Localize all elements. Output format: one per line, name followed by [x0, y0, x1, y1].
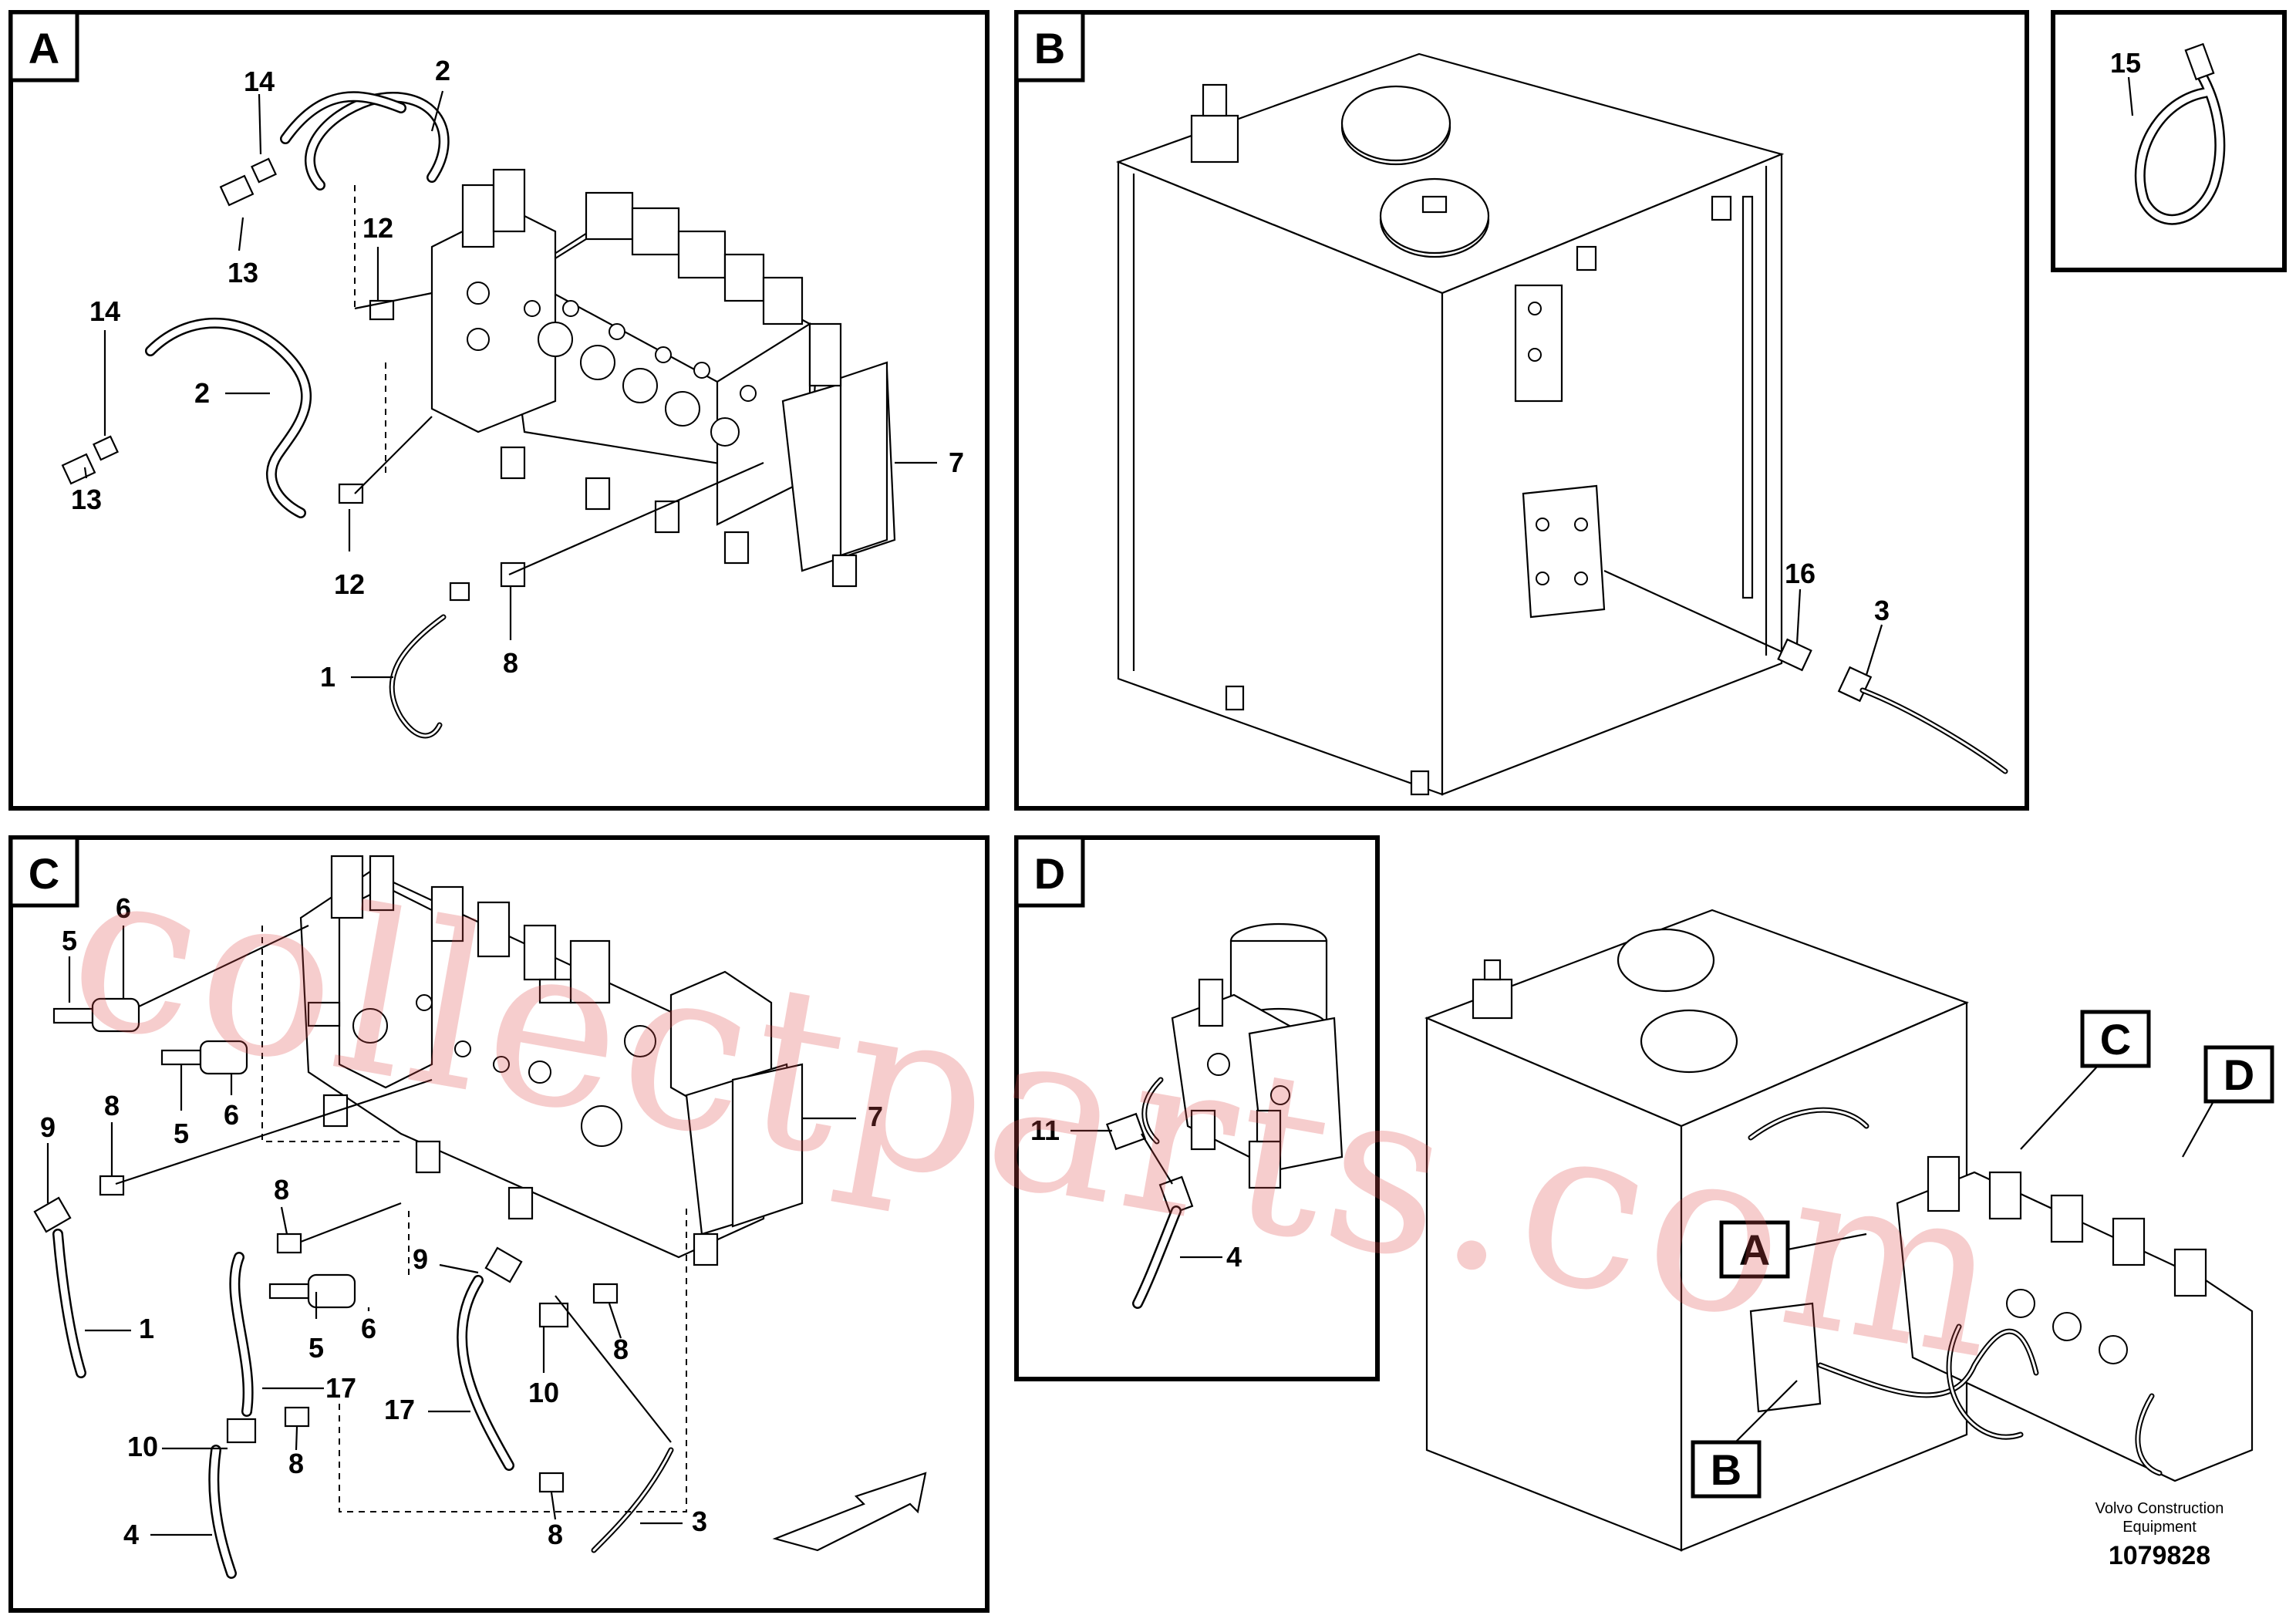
callout-a-14-mid: 14	[89, 295, 120, 327]
callout-c-17-a: 17	[325, 1372, 356, 1404]
callout-d-4: 4	[1226, 1241, 1242, 1273]
callout-c-6-a: 6	[116, 892, 131, 924]
overview-callout-c: C	[2020, 1010, 2151, 1150]
callouts-d: 11 4	[1030, 1114, 1242, 1273]
fittings-c	[33, 997, 619, 1493]
callout-c-8-a: 8	[104, 1090, 120, 1121]
callout-c-6-c: 6	[361, 1313, 376, 1344]
overview-callout-b: B	[1691, 1380, 1798, 1499]
footer-doc-number: 1079828	[2109, 1541, 2210, 1570]
panel-a-label: A	[29, 24, 59, 73]
panel-b-label: B	[1034, 24, 1065, 73]
panel-b: B	[1014, 10, 2029, 811]
panel-a: A	[8, 10, 990, 811]
callout-a-2-mid: 2	[194, 377, 210, 409]
callout-c-5-c: 5	[308, 1332, 324, 1364]
callout-a-13-bottom: 13	[71, 484, 102, 515]
svg-text:A: A	[1739, 1226, 1770, 1274]
overview-callout-d: D	[2182, 1045, 2274, 1158]
hoses-c	[52, 1229, 674, 1579]
panel-d-label: D	[1034, 849, 1065, 898]
callouts-a: 14 2 12 13 14 2 13 12 7 8 1	[71, 55, 964, 693]
callout-c-5-a: 5	[62, 925, 77, 956]
callout-a-12-bottom: 12	[334, 568, 365, 600]
callout-c-7: 7	[868, 1101, 883, 1132]
control-valve-a	[430, 168, 896, 588]
overview-callout-a: A	[1719, 1220, 1867, 1279]
svg-text:D: D	[2224, 1050, 2254, 1099]
footer: Volvo Construction Equipment 1079828	[2095, 1500, 2224, 1570]
svg-text:B: B	[1711, 1445, 1741, 1494]
callout-a-12-top: 12	[362, 212, 393, 244]
callout-detail-15: 15	[2110, 47, 2141, 79]
callout-a-2-top: 2	[435, 55, 450, 86]
control-valve-c	[299, 855, 804, 1266]
overview: A B C D	[1424, 909, 2274, 1552]
callout-c-17-b: 17	[384, 1394, 415, 1425]
callout-c-3: 3	[692, 1506, 707, 1537]
footer-company-line2: Equipment	[2122, 1519, 2197, 1536]
panel-d: D 11 4	[1014, 835, 1380, 1381]
callout-c-10-a: 10	[528, 1377, 559, 1408]
footer-company-line1: Volvo Construction	[2095, 1500, 2224, 1517]
panel-c: C	[8, 835, 990, 1613]
hoses-a	[145, 91, 450, 739]
hydraulic-tank-b	[1115, 52, 1785, 796]
callout-c-9-b: 9	[413, 1243, 428, 1275]
callout-a-13-top: 13	[228, 257, 258, 288]
callout-c-9-a: 9	[40, 1111, 56, 1143]
callout-c-8-c: 8	[613, 1334, 629, 1365]
callout-c-8-b: 8	[274, 1174, 289, 1206]
direction-arrow	[772, 1472, 927, 1552]
callouts-b: 16 3	[1785, 558, 1890, 676]
callout-b-3: 3	[1874, 595, 1890, 626]
callout-a-7: 7	[949, 447, 964, 478]
callout-b-16: 16	[1785, 558, 1816, 589]
callouts-c: 5 6 5 6 9 8 7 8 1 9 5 6 17 10 8 17 10 8 …	[40, 892, 883, 1550]
callout-c-5-b: 5	[174, 1118, 189, 1149]
callout-a-8: 8	[503, 647, 518, 679]
callout-c-8-e: 8	[548, 1519, 563, 1550]
callout-c-1: 1	[139, 1313, 154, 1344]
valve-unit-d	[1171, 922, 1344, 1189]
callout-c-10-b: 10	[127, 1431, 158, 1462]
callout-a-1: 1	[320, 661, 335, 693]
svg-text:C: C	[2100, 1015, 2131, 1064]
callout-c-4: 4	[123, 1519, 139, 1550]
callout-c-6-b: 6	[224, 1099, 239, 1131]
callout-d-11: 11	[1030, 1114, 1060, 1146]
fittings-a	[61, 157, 526, 602]
detail-cable-tie: 15	[2051, 10, 2287, 272]
callout-c-8-d: 8	[288, 1448, 304, 1479]
callout-a-14-top: 14	[244, 66, 275, 97]
panel-c-label: C	[29, 849, 59, 898]
